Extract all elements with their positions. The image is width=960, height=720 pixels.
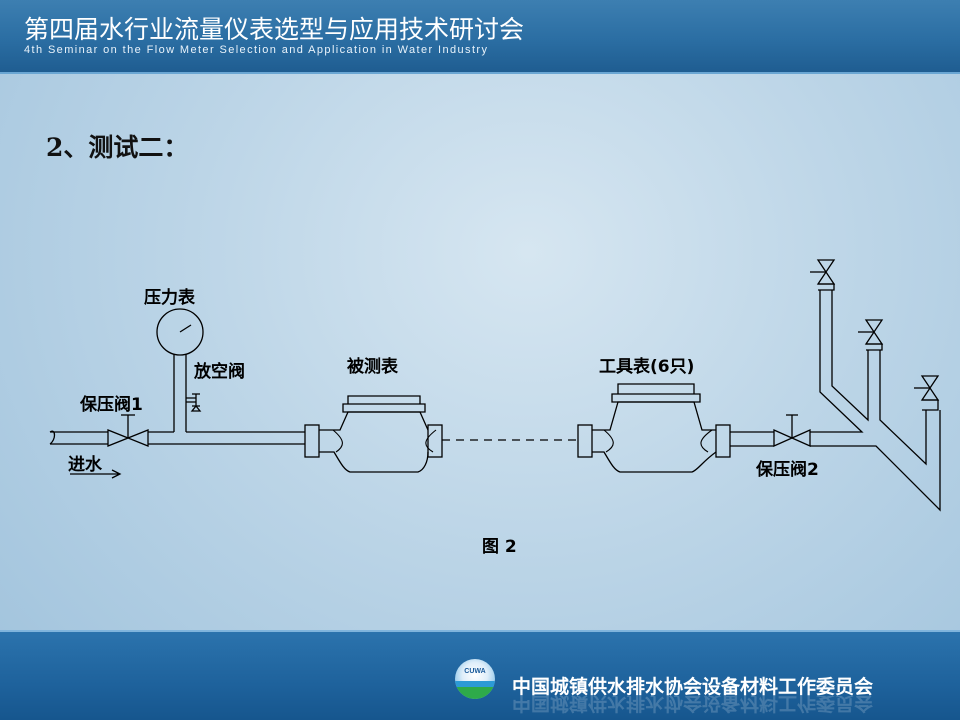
organization-name-reflection: 中国城镇供水排水协会设备材料工作委员会: [512, 696, 874, 714]
outlet-valve-1: [810, 259, 836, 291]
meter-under-test-symbol: [304, 395, 443, 473]
label-reference-meters: 工具表(6只): [599, 356, 694, 377]
pressure-valve-1-symbol: [107, 414, 149, 447]
vent-valve-symbol: [186, 393, 202, 412]
label-meter-under-test: 被测表: [347, 356, 399, 377]
header-title: 第四届水行业流量仪表选型与应用技术研讨会: [24, 16, 525, 44]
pressure-valve-2-symbol: [773, 414, 811, 448]
section-heading: 2、测试二：: [46, 133, 189, 162]
figure-caption: 图 2: [482, 537, 517, 557]
label-pressure-valve-1: 保压阀1: [79, 394, 143, 415]
footer-divider: [0, 630, 960, 632]
cuwa-logo: CUWA: [455, 659, 495, 699]
pressure-gauge-symbol: [156, 308, 204, 356]
label-pressure-valve-2: 保压阀2: [755, 459, 819, 480]
inlet-pipe: [49, 430, 108, 445]
header-subtitle-english: 4th Seminar on the Flow Meter Selection …: [24, 44, 489, 56]
organization-name: 中国城镇供水排水协会设备材料工作委员会: [512, 676, 874, 698]
main-pipe-2: [730, 431, 774, 447]
logo-text: CUWA: [464, 668, 486, 675]
inlet-arrow: [70, 469, 122, 479]
label-pressure-gauge: 压力表: [144, 287, 196, 308]
logo-wave-green: [455, 687, 495, 699]
label-vent-valve: 放空阀: [193, 361, 245, 382]
logo-wave-blue: [455, 681, 495, 687]
header-divider: [0, 72, 960, 74]
main-pipe-1: [148, 431, 305, 445]
reference-meter-symbol: [577, 383, 731, 473]
gauge-riser: [173, 354, 187, 432]
outlet-valve-3: [914, 375, 940, 411]
outlet-valve-2: [858, 319, 884, 351]
label-water-inlet: 进水: [68, 454, 103, 475]
outlet-manifold: [810, 290, 941, 512]
header-bar: 第四届水行业流量仪表选型与应用技术研讨会 4th Seminar on the …: [0, 0, 960, 72]
